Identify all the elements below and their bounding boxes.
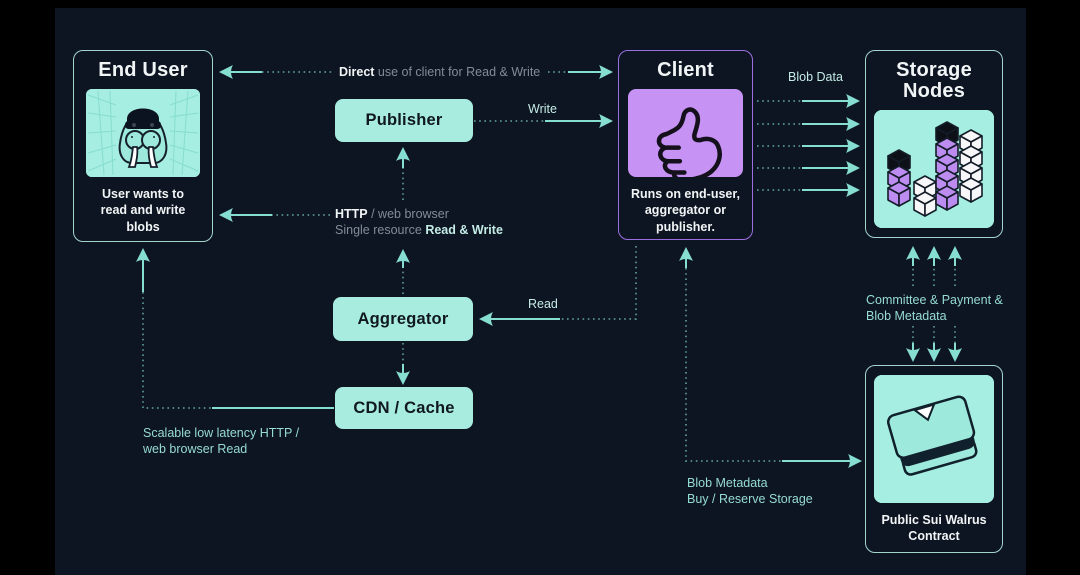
storage-nodes-title: Storage Nodes	[896, 59, 972, 102]
node-storage-nodes: Storage Nodes	[865, 50, 1003, 238]
label-http-read-write: HTTP / web browser Single resource Read …	[335, 206, 503, 238]
label-http-strong: HTTP	[335, 207, 368, 221]
diagram-background	[55, 8, 1026, 575]
node-sui-walrus-contract: Public Sui Walrus Contract	[865, 365, 1003, 553]
label-write: Write	[528, 102, 557, 116]
label-http-line1: HTTP / web browser	[335, 206, 503, 222]
contract-caption: Public Sui Walrus Contract	[881, 513, 987, 544]
walrus-illustration	[86, 89, 200, 177]
cdn-cache-node: CDN / Cache	[335, 387, 473, 429]
label-direct-strong: Direct	[339, 65, 375, 79]
client-title: Client	[657, 59, 714, 81]
end-user-caption: User wants to read and write blobs	[100, 187, 186, 234]
cube-stacks-illustration	[874, 110, 994, 228]
thumbs-up-icon	[628, 89, 743, 177]
end-user-title: End User	[98, 59, 188, 81]
label-single-resource: Single resource	[335, 223, 426, 237]
label-blob-metadata-buy: Blob Metadata Buy / Reserve Storage	[687, 476, 813, 506]
label-direct-rest: use of client for Read & Write	[374, 65, 541, 79]
label-direct-use: Direct use of client for Read & Write	[334, 64, 546, 80]
paper-stack-icon	[874, 375, 994, 503]
label-blob-data: Blob Data	[788, 70, 843, 84]
publisher-node: Publisher	[335, 99, 473, 142]
label-http-rest: / web browser	[367, 207, 449, 221]
label-read-write-strong: Read & Write	[425, 223, 503, 237]
aggregator-node: Aggregator	[333, 297, 473, 341]
client-caption: Runs on end-user, aggregator or publishe…	[630, 187, 741, 234]
label-scalable-read: Scalable low latency HTTP / web browser …	[143, 426, 300, 456]
label-http-line2: Single resource Read & Write	[335, 222, 503, 238]
label-committee-payment: Committee & Payment & Blob Metadata	[866, 293, 1003, 323]
node-client: Client Runs on end-user, aggregator or p…	[618, 50, 753, 240]
node-end-user: End User User wants to read and	[73, 50, 213, 242]
label-read: Read	[528, 297, 558, 311]
